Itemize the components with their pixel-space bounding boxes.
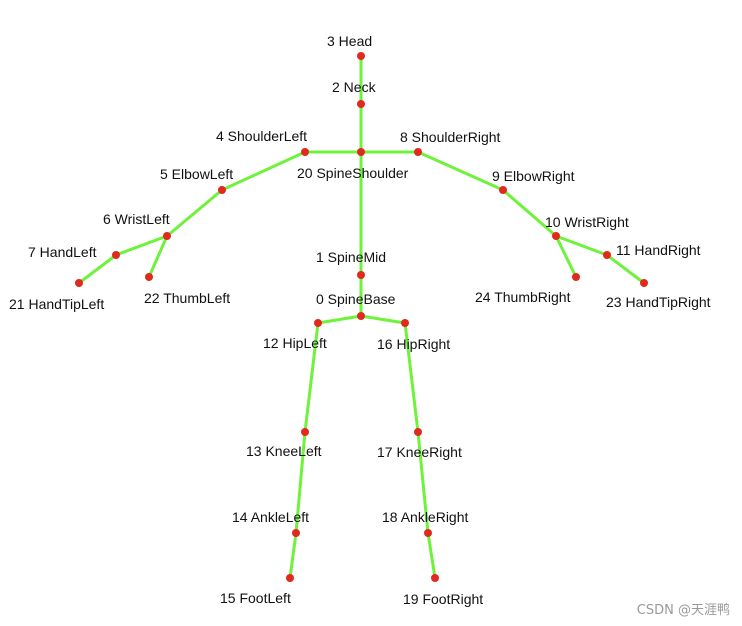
joint-handleft: [112, 251, 120, 259]
bone-shoulderright-elbowright: [416, 150, 505, 192]
label-handleft: 7 HandLeft: [28, 244, 97, 260]
joint-wristleft: [163, 232, 171, 240]
label-shoulderleft: 4 ShoulderLeft: [216, 128, 307, 144]
bone-spinebase-hipright: [359, 314, 407, 325]
joint-footleft: [286, 574, 294, 582]
bone-elbowright-wristright: [501, 188, 558, 238]
label-spineshoulder: 20 SpineShoulder: [297, 165, 409, 181]
bone-ankleleft-footleft: [288, 531, 298, 580]
label-shoulderright: 8 ShoulderRight: [400, 129, 501, 145]
joint-elbowright: [499, 186, 507, 194]
label-elbowright: 9 ElbowRight: [492, 168, 575, 184]
labels-layer: 3 Head 2 Neck 20 SpineShoulder 4 ShoulderLe…: [9, 33, 711, 607]
joint-kneeleft: [301, 428, 309, 436]
label-kneeleft: 13 KneeLeft: [246, 443, 322, 459]
bone-handright-handtipright: [605, 253, 646, 285]
joint-thumbright: [572, 273, 580, 281]
label-neck: 2 Neck: [332, 79, 377, 95]
joint-shoulderright: [414, 148, 422, 156]
joint-hipright: [401, 319, 409, 327]
label-spinebase: 0 SpineBase: [316, 291, 396, 307]
label-thumbright: 24 ThumbRight: [475, 289, 571, 305]
bone-kneeright-ankleright: [416, 430, 430, 535]
joint-elbowleft: [218, 186, 226, 194]
joint-spinebase: [357, 312, 365, 320]
label-ankleleft: 14 AnkleLeft: [232, 509, 309, 525]
joint-handtipright: [640, 279, 648, 287]
bone-wristright-handright: [554, 234, 609, 257]
bone-hipleft-kneeleft: [303, 321, 320, 434]
bone-handleft-handtipleft: [77, 253, 118, 285]
label-hipright: 16 HipRight: [377, 336, 450, 352]
label-handtipleft: 21 HandTipLeft: [9, 296, 104, 312]
joint-thumbleft: [145, 273, 153, 281]
bones-layer: [77, 54, 646, 580]
joint-hipleft: [314, 319, 322, 327]
joint-spinemid: [357, 271, 365, 279]
joint-wristright: [552, 232, 560, 240]
label-kneeright: 17 KneeRight: [377, 444, 462, 460]
label-wristright: 10 WristRight: [545, 214, 629, 230]
label-handright: 11 HandRight: [616, 242, 701, 258]
label-hipleft: 12 HipLeft: [263, 335, 327, 351]
joint-spineshoulder: [357, 148, 365, 156]
joint-ankleleft: [292, 529, 300, 537]
label-handtipright: 23 HandTipRight: [606, 294, 711, 310]
joint-neck: [357, 100, 365, 108]
bone-shoulderleft-elbowleft: [220, 150, 307, 192]
watermark: CSDN @天涯鸭: [636, 603, 730, 618]
bone-wristleft-handleft: [114, 234, 169, 257]
label-ankleright: 18 AnkleRight: [382, 509, 469, 525]
label-elbowleft: 5 ElbowLeft: [160, 166, 233, 182]
bone-spinebase-hipleft: [316, 314, 363, 325]
joint-ankleright: [424, 529, 432, 537]
bone-ankleright-footright: [426, 531, 437, 580]
label-wristleft: 6 WristLeft: [103, 211, 170, 227]
label-head: 3 Head: [327, 33, 372, 49]
joint-handright: [603, 251, 611, 259]
label-footleft: 15 FootLeft: [220, 590, 291, 606]
bone-hipright-kneeright: [403, 321, 420, 434]
bone-wristright-thumbright: [554, 234, 578, 279]
label-spinemid: 1 SpineMid: [316, 249, 386, 265]
bone-wristleft-thumbleft: [147, 234, 169, 279]
joint-head: [357, 52, 365, 60]
bone-kneeleft-ankleleft: [294, 430, 307, 535]
label-thumbleft: 22 ThumbLeft: [144, 290, 230, 306]
joint-kneeright: [414, 428, 422, 436]
joints-layer: [75, 52, 648, 582]
bone-elbowleft-wristleft: [165, 188, 224, 238]
label-footright: 19 FootRight: [403, 591, 483, 607]
joint-handtipleft: [75, 279, 83, 287]
joint-footright: [431, 574, 439, 582]
joint-shoulderleft: [301, 148, 309, 156]
